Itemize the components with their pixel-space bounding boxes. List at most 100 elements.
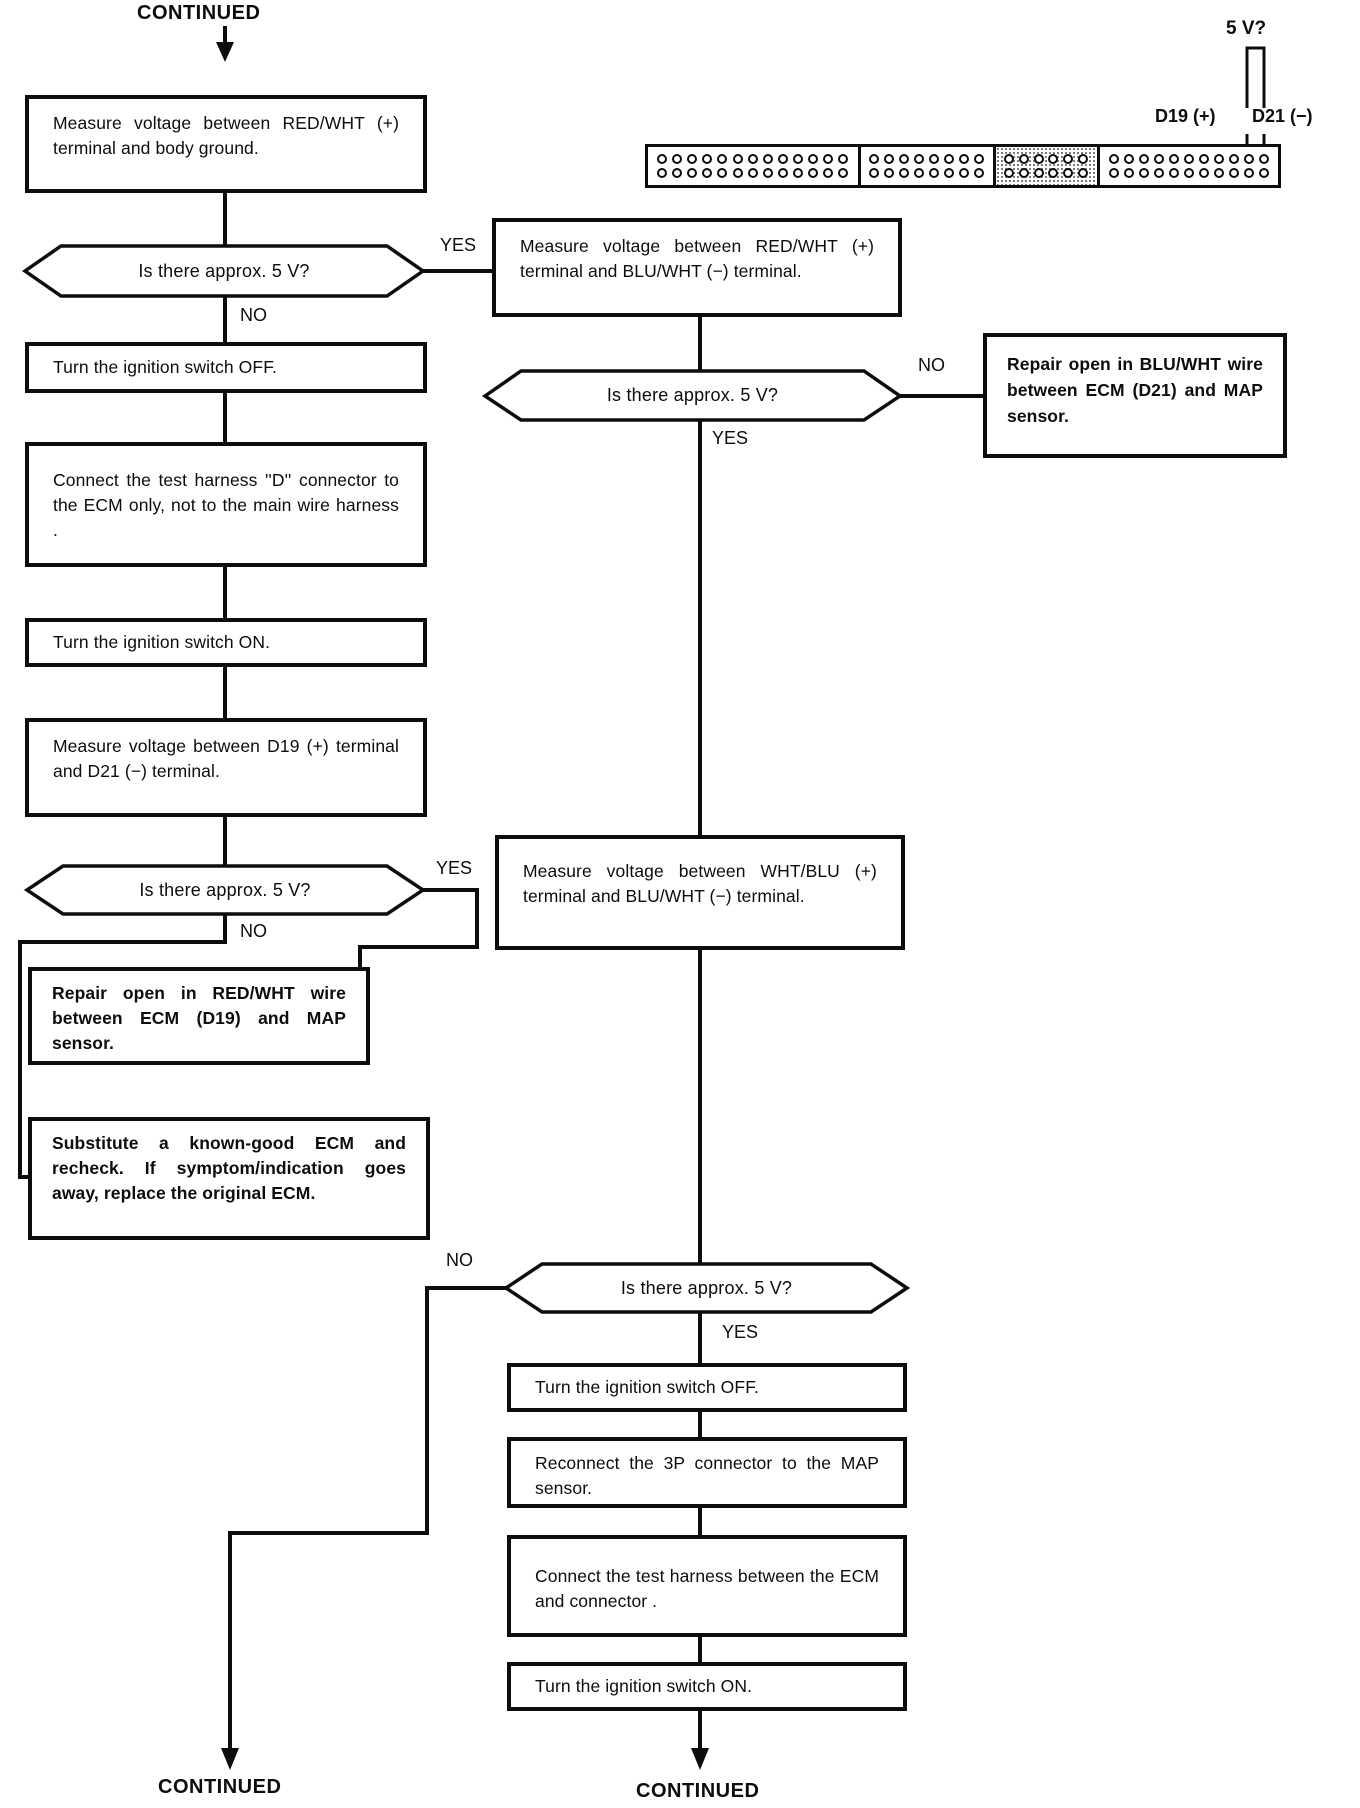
connector-pin: [1004, 153, 1015, 164]
connector-pin: [884, 168, 895, 179]
connector-block-2: [861, 147, 996, 185]
process-box-reconnect-3p: Reconnect the 3P connector to the MAP se…: [507, 1437, 907, 1508]
connector-pin: [1258, 153, 1269, 164]
process-box-ignition-on-1: Turn the ignition switch ON.: [25, 618, 427, 667]
connector-pin: [762, 168, 773, 179]
connector-pin: [687, 153, 698, 164]
connector-pin: [884, 153, 895, 164]
connector-pin: [777, 168, 788, 179]
connector-pin: [1108, 168, 1119, 179]
connector-pin-row: [1104, 168, 1275, 179]
connector-pin: [973, 153, 984, 164]
connector-pin: [823, 153, 834, 164]
line-d4-no: [228, 1286, 506, 1750]
connector-pin: [973, 168, 984, 179]
process-box-measure-redwht-ground: Measure voltage between RED/WHT (+) term…: [25, 95, 427, 193]
connector-pin: [914, 168, 924, 179]
connector-pin: [1243, 153, 1254, 164]
connector-pin: [1228, 153, 1239, 164]
connector-pin: [943, 153, 954, 164]
connector-pin: [958, 168, 969, 179]
connector-pin: [1018, 168, 1029, 179]
connector-pin: [1048, 153, 1059, 164]
decision-hex-4: [502, 1262, 911, 1314]
connector-pin: [808, 153, 819, 164]
pin-label-d21: D21 (−): [1252, 106, 1313, 126]
connector-pin: [808, 168, 819, 179]
process-box-measure-d19-d21: Measure voltage between D19 (+) terminal…: [25, 718, 427, 817]
connector-pin: [1004, 168, 1015, 179]
connector-pin: [1258, 168, 1269, 179]
process-box-measure-redwht-bluwht: Measure voltage between RED/WHT (+) term…: [492, 218, 902, 317]
connector-pin-row: [1104, 153, 1275, 164]
connector-pin: [1243, 168, 1254, 179]
connector-pin: [1033, 153, 1044, 164]
connector-pin: [928, 168, 939, 179]
branch-label-yes-2: YES: [712, 428, 749, 448]
connector-pin-row: [865, 168, 989, 179]
connector-pin: [747, 153, 758, 164]
connector-pin: [1183, 153, 1194, 164]
connector-pin: [1123, 153, 1134, 164]
decision-hex-3: [23, 864, 427, 916]
connector-pin: [1108, 153, 1119, 164]
connector-block-4: [1100, 147, 1279, 185]
connector-pin: [899, 153, 910, 164]
branch-label-yes-3: YES: [436, 858, 473, 878]
connector-pin: [1198, 168, 1209, 179]
connector-pin: [823, 168, 834, 179]
connector-pin: [1077, 153, 1088, 164]
connector-pin: [1198, 153, 1209, 164]
process-box-connect-harness-between: Connect the test harness between the ECM…: [507, 1535, 907, 1637]
branch-label-no-2: NO: [918, 355, 945, 375]
probe-label-5v: 5 V?: [1226, 18, 1267, 39]
branch-label-yes-1: YES: [440, 235, 477, 255]
process-box-connect-harness-d: Connect the test harness ''D'' connector…: [25, 442, 427, 567]
connector-pin: [1138, 153, 1149, 164]
decision-text-4: Is there approx. 5 V?: [620, 1277, 793, 1298]
connector-pin-row: [1000, 153, 1093, 164]
connector-pin-row: [1000, 168, 1093, 179]
connector-pin: [717, 153, 728, 164]
process-box-ignition-off-2: Turn the ignition switch OFF.: [507, 1363, 907, 1412]
branch-label-yes-4: YES: [722, 1322, 759, 1342]
connector-pin: [762, 153, 773, 164]
connector-pin: [702, 168, 713, 179]
branch-label-no-4: NO: [446, 1250, 473, 1270]
branch-label-no-1: NO: [240, 305, 267, 325]
process-box-ignition-on-2: Turn the ignition switch ON.: [507, 1662, 907, 1711]
connector-pin: [1153, 153, 1164, 164]
connector-pin: [1168, 168, 1179, 179]
connector-pin: [838, 168, 849, 179]
connector-pin: [732, 168, 743, 179]
result-box-substitute-ecm: Substitute a known-good ECM and recheck.…: [28, 1117, 430, 1240]
connector-pin: [899, 168, 910, 179]
connector-pin: [1123, 168, 1134, 179]
connector-pin: [672, 153, 683, 164]
connector-pin: [1138, 168, 1149, 179]
arrowhead-bottom-left: [221, 1748, 239, 1770]
connector-pin: [687, 168, 698, 179]
connector-pin: [672, 168, 683, 179]
connector-pin: [1168, 153, 1179, 164]
process-box-ignition-off-1: Turn the ignition switch OFF.: [25, 342, 427, 393]
connector-pin: [1048, 168, 1059, 179]
connector-pin: [1228, 168, 1239, 179]
line-d3-no: [18, 915, 227, 1179]
connector-pin: [869, 168, 880, 179]
result-box-repair-bluwht: Repair open in BLU/WHT wire between ECM …: [983, 333, 1287, 458]
connector-pin: [717, 168, 728, 179]
line-d3-yes: [358, 888, 479, 967]
connector-pin: [1213, 168, 1224, 179]
connector-pin-row: [865, 153, 989, 164]
connector-pin: [657, 153, 668, 164]
ecm-connector: [645, 144, 1281, 188]
connector-pin: [792, 153, 803, 164]
result-box-repair-redwht: Repair open in RED/WHT wire between ECM …: [28, 967, 370, 1065]
decision-hex-2: [481, 369, 904, 422]
connector-pin: [838, 153, 849, 164]
connector-pin: [1183, 168, 1194, 179]
decision-text-1: Is there approx. 5 V?: [138, 260, 310, 281]
decision-text-2: Is there approx. 5 V?: [606, 385, 779, 405]
